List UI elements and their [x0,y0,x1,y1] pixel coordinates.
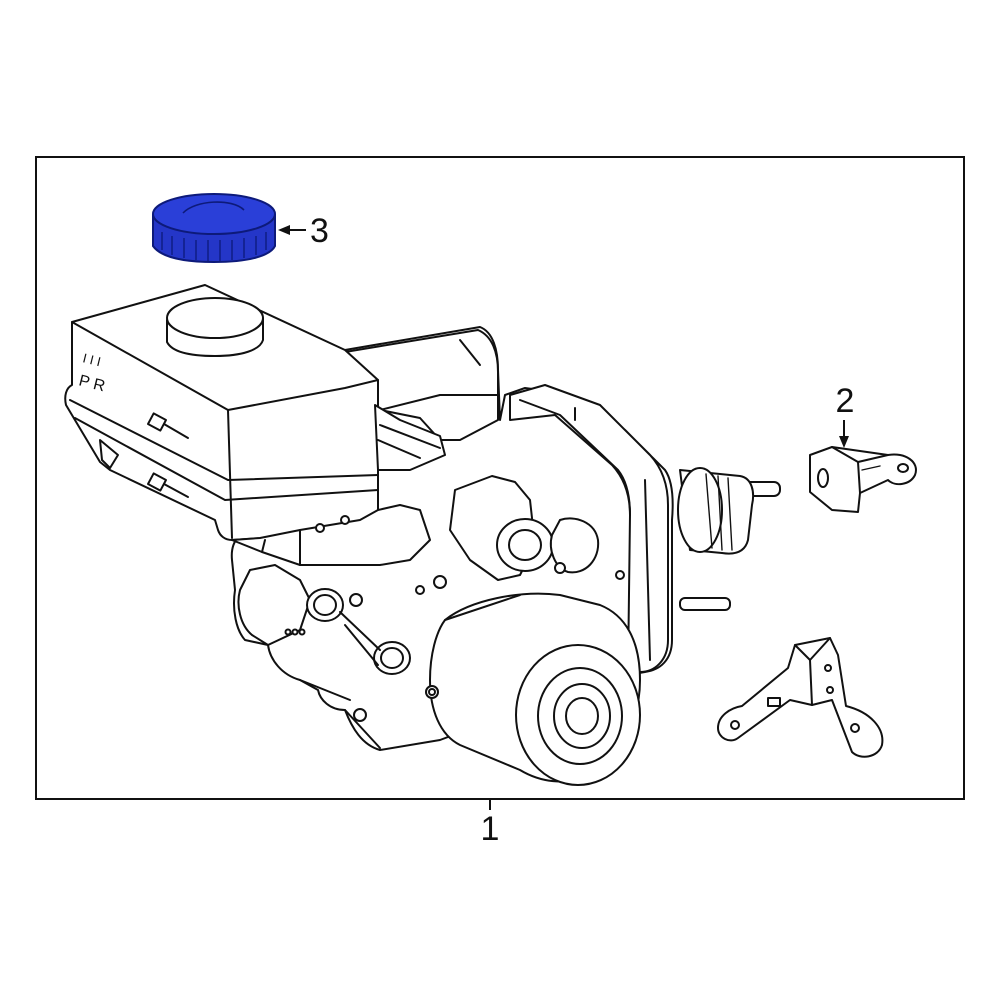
diagram-frame [35,156,965,800]
callout-3: 3 [310,212,329,250]
reservoir-cap[interactable] [152,193,276,264]
reservoir-mark-pr: P R [77,372,107,395]
fluid-reservoir: I I I P R [64,284,446,541]
mounting-bracket-small[interactable] [809,446,917,513]
pushrod [677,467,781,611]
leader-arrow-3 [278,225,306,235]
reservoir-mark-levels: I I I [81,350,102,369]
reservoir-mount [231,504,431,566]
leader-arrow-2 [839,420,849,448]
callout-2: 2 [836,382,855,420]
mounting-bracket-lower [717,637,884,758]
callout-1: 1 [481,810,500,848]
booster-assembly[interactable] [230,326,674,786]
